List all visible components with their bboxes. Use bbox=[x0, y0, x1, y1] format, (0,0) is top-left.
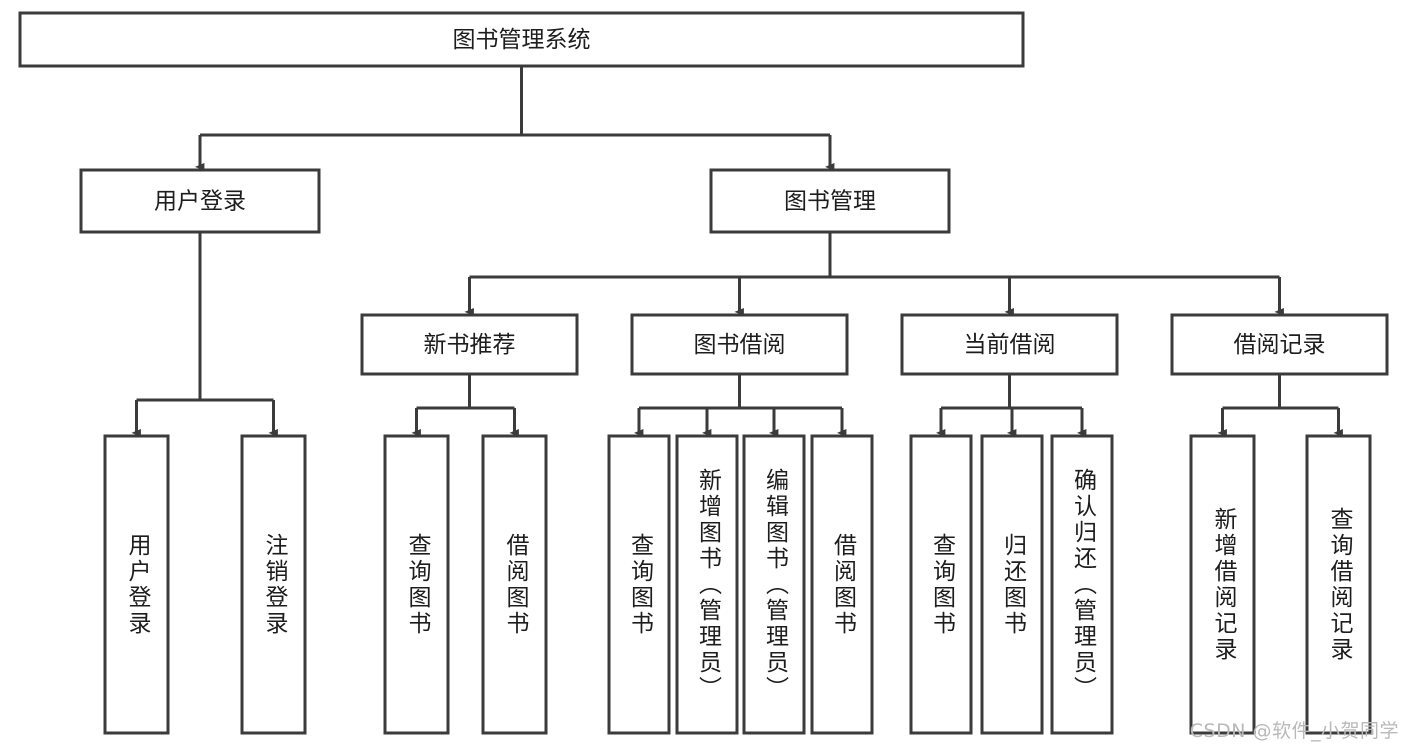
node-label-l2-1: 图书管理 bbox=[784, 189, 876, 215]
node-box-leaf-1[interactable] bbox=[240, 434, 307, 735]
node-label-l3-3: 借阅记录 bbox=[1234, 332, 1326, 358]
node-label-l3-2: 当前借阅 bbox=[964, 332, 1056, 358]
node-box-leaf-12[interactable] bbox=[1305, 434, 1372, 735]
node-box-l3-3[interactable] bbox=[1170, 313, 1389, 376]
node-box-l3-1[interactable] bbox=[630, 313, 849, 376]
node-box-leaf-3[interactable] bbox=[481, 434, 548, 735]
watermark-text: CSDN @软件_小贺同学 bbox=[1189, 720, 1399, 742]
node-label-root: 图书管理系统 bbox=[453, 27, 591, 53]
node-label-l3-1: 图书借阅 bbox=[694, 332, 786, 358]
node-box-l3-0[interactable] bbox=[360, 313, 579, 376]
node-label-l3-0: 新书推荐 bbox=[424, 332, 516, 358]
node-box-leaf-8[interactable] bbox=[909, 434, 973, 735]
node-box-leaf-0[interactable] bbox=[103, 434, 170, 735]
node-box-leaf-4[interactable] bbox=[607, 434, 671, 735]
node-box-root[interactable] bbox=[18, 11, 1025, 68]
node-label-l2-0: 用户登录 bbox=[154, 189, 246, 215]
node-box-leaf-9[interactable] bbox=[980, 434, 1044, 735]
node-box-l2-1[interactable] bbox=[709, 168, 951, 234]
node-box-leaf-6[interactable] bbox=[742, 434, 806, 735]
node-box-leaf-11[interactable] bbox=[1189, 434, 1256, 735]
node-box-leaf-5[interactable] bbox=[675, 434, 739, 735]
node-box-leaf-7[interactable] bbox=[810, 434, 874, 735]
node-boxes bbox=[18, 11, 1389, 735]
node-box-leaf-10[interactable] bbox=[1050, 434, 1114, 735]
node-box-l2-0[interactable] bbox=[79, 168, 321, 234]
node-box-leaf-2[interactable] bbox=[383, 434, 450, 735]
connector-lines bbox=[131, 66, 1343, 437]
node-box-l3-2[interactable] bbox=[900, 313, 1119, 376]
